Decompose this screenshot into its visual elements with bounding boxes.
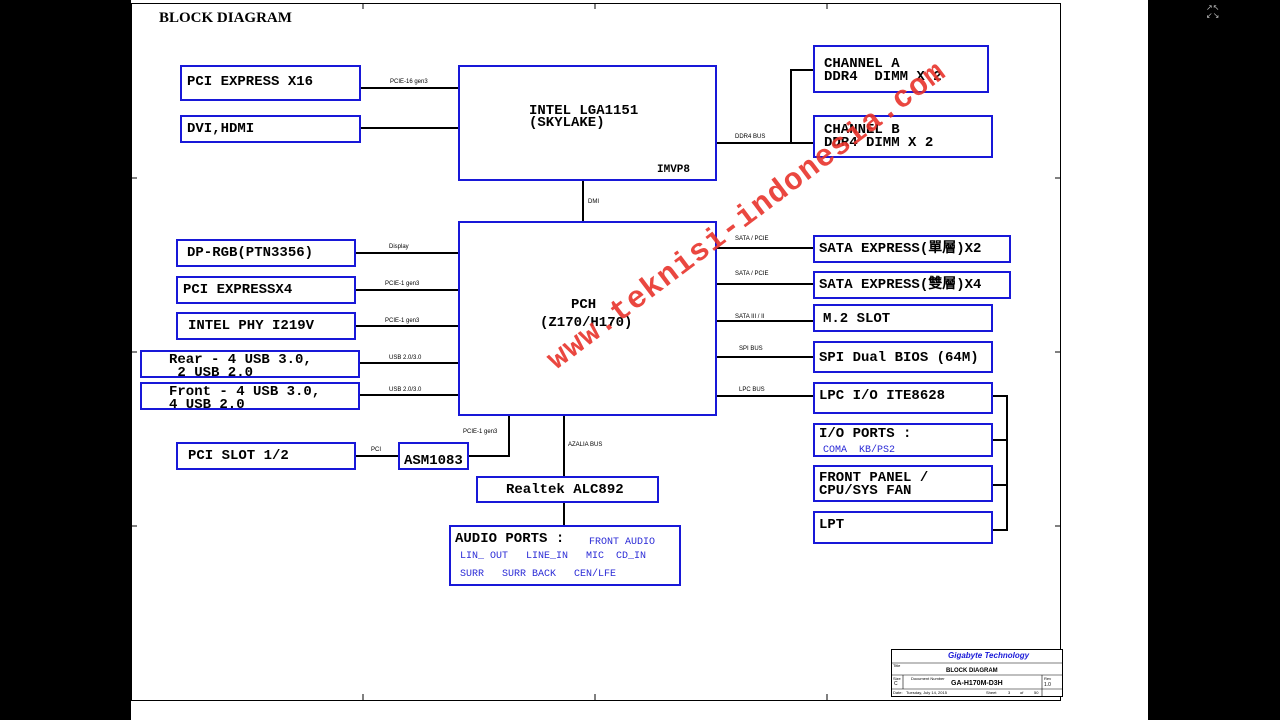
bus-label-pcie16: PCIE-16 gen3: [390, 79, 428, 85]
cpu-codename: (SKYLAKE): [529, 115, 605, 131]
title-block: Gigabyte Technology Title BLOCK DIAGRAM …: [891, 649, 1063, 697]
rev-value: 1.0: [1044, 682, 1051, 688]
dp-rgb-block: DP-RGB(PTN3356): [176, 239, 356, 267]
schematic-sheet: BLOCK DIAGRAM INTEL LGA1151 (SKYLAKE) IM…: [131, 0, 1148, 720]
m2-slot-block: M.2 SLOT: [813, 304, 993, 332]
expand-icon[interactable]: ↗↖: [1206, 3, 1220, 12]
lpc-io-block: LPC I/O ITE8628: [813, 382, 993, 414]
audio-front-label: FRONT AUDIO: [589, 537, 656, 548]
audio-ports-block: AUDIO PORTS : FRONT AUDIO LIN_ OUT LINE_…: [449, 525, 681, 586]
title-value: BLOCK DIAGRAM: [946, 668, 998, 674]
date-value: Tuesday, July 14, 2015: [906, 690, 947, 695]
bus-label-usb-b: USB 2.0/3.0: [389, 387, 422, 393]
pch-name: PCH: [571, 297, 597, 313]
sheet-value: 3: [1008, 690, 1011, 695]
intel-phy-block: INTEL PHY I219V: [176, 312, 356, 340]
audio-ports-row2: SURR SURR BACK CEN/LFE: [460, 569, 617, 580]
bus-lines: [356, 69, 1008, 531]
cpu-name: INTEL LGA1151: [529, 103, 639, 119]
channel-a-block: CHANNEL A DDR4 DIMM X 2: [813, 45, 989, 93]
asm1083-bridge: ASM1083: [398, 442, 469, 470]
audio-ports-title: AUDIO PORTS :: [455, 531, 565, 547]
io-ports-block: I/O PORTS : COMA KB/PS2: [813, 423, 993, 457]
channel-b-block: CHANNEL B DDR4 DIMM X 2: [813, 115, 993, 158]
size-value: C: [894, 681, 898, 687]
pcie-x4-block: PCI EXPRESSX4: [176, 276, 356, 304]
bus-label-spi: SPI BUS: [739, 346, 763, 352]
bus-label-pcie1-c: PCIE-1 gen3: [463, 429, 498, 435]
bus-label-azalia: AZALIA BUS: [568, 442, 603, 448]
doc-label: Document Number: [911, 676, 945, 681]
doc-value: GA-H170M-D3H: [951, 680, 1003, 687]
title-label: Title: [893, 663, 901, 668]
bus-label-sata-pcie-1: SATA / PCIE: [735, 236, 769, 242]
company-name: Gigabyte Technology: [948, 651, 1030, 660]
audio-codec-block: Realtek ALC892: [476, 476, 659, 503]
bus-label-sata-pcie-2: SATA / PCIE: [735, 271, 769, 277]
size-label: Size: [893, 676, 901, 681]
io-ports-label: I/O PORTS :: [819, 426, 912, 442]
dvi-hdmi-block: DVI,HDMI: [180, 115, 361, 143]
cpu-vr-label: IMVP8: [657, 164, 691, 176]
cpu-block: INTEL LGA1151 (SKYLAKE) IMVP8: [458, 65, 717, 181]
io-ports-detail: COMA KB/PS2: [823, 445, 896, 456]
bus-label-pcie1-b: PCIE-1 gen3: [385, 318, 420, 324]
pch-model: (Z170/H170): [540, 315, 633, 331]
pch-block: PCH (Z170/H170): [458, 221, 717, 416]
bus-label-display: Display: [389, 244, 409, 250]
viewer-controls: ↗↖ ↙↘: [1206, 4, 1219, 20]
bus-label-pcie1-a: PCIE-1 gen3: [385, 281, 420, 287]
bus-label-dmi: DMI: [588, 199, 599, 205]
of-value: 50: [1034, 690, 1039, 695]
pci-slot-block: PCI SLOT 1/2: [176, 442, 356, 470]
sheet-label: Sheet: [986, 690, 997, 695]
front-panel-block: FRONT PANEL / CPU/SYS FAN: [813, 465, 993, 502]
bus-label-pci: PCI: [371, 447, 382, 453]
schematic-frame: [131, 3, 1061, 701]
spi-bios-block: SPI Dual BIOS (64M): [813, 341, 993, 373]
page-title: BLOCK DIAGRAM: [159, 10, 292, 26]
collapse-icon[interactable]: ↙↘: [1206, 11, 1220, 20]
audio-ports-row1: LIN_ OUT LINE_IN MIC CD_IN: [460, 551, 647, 562]
of-label: of: [1020, 690, 1024, 695]
front-usb-block: Front - 4 USB 3.0, 4 USB 2.0: [140, 382, 360, 412]
bus-label-ddr4: DDR4 BUS: [735, 134, 766, 140]
bus-label-usb-a: USB 2.0/3.0: [389, 355, 422, 361]
sata-express-x2-block: SATA EXPRESS(單層)X2: [813, 235, 1011, 263]
bus-label-lpc: LPC BUS: [739, 387, 765, 393]
sata-express-x4-block: SATA EXPRESS(雙層)X4: [813, 271, 1011, 299]
date-label: Date:: [893, 690, 903, 695]
rear-usb-block: Rear - 4 USB 3.0, 2 USB 2.0: [140, 350, 360, 380]
lpt-block: LPT: [813, 511, 993, 544]
bus-label-sata-iii: SATA III / II: [735, 314, 765, 320]
rev-label: Rev: [1044, 676, 1052, 681]
title-block-grid: [892, 662, 1062, 696]
pcie-x16-block: PCI EXPRESS X16: [180, 65, 361, 101]
